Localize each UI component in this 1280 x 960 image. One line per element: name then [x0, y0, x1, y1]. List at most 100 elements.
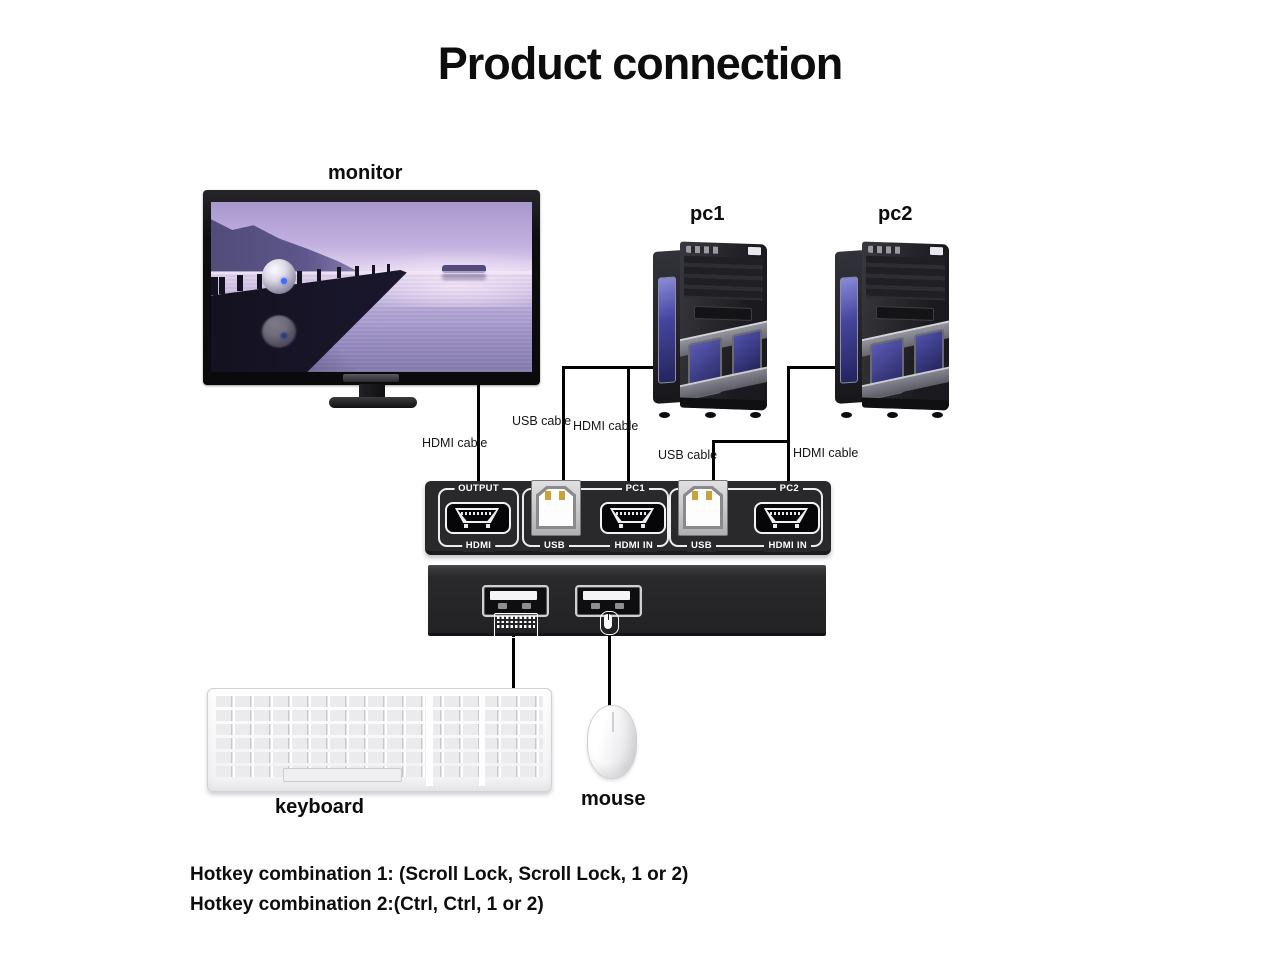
cable-line-pc1-hdmi: [626, 365, 630, 482]
kvm-rear-panel: OUTPUT HDMI PC1 USB: [425, 480, 831, 555]
tower-drive-bays: [866, 255, 945, 301]
dock-post: [387, 264, 390, 272]
dock-post: [297, 271, 302, 284]
label-pc2-usb-cable: USB cable: [658, 448, 718, 462]
keyboard-icon: [494, 613, 538, 638]
cable-line-pc2-hdmi: [786, 365, 790, 482]
usb-b-inner: [686, 489, 720, 526]
monitor-brand-tab: [343, 374, 399, 382]
dock-post: [211, 277, 218, 295]
usb-b-pin: [545, 491, 551, 500]
sphere-reflection: [262, 315, 296, 348]
cable-line-pc2-usb: [711, 439, 715, 482]
dock-post: [257, 274, 262, 289]
tower-foot: [887, 412, 898, 418]
pc2-usb-b-port: [678, 480, 728, 536]
hdmi-latch: [486, 524, 490, 528]
waterline: [211, 271, 532, 274]
page-title: Product connection: [437, 38, 844, 89]
usb-b-pin: [559, 491, 565, 500]
label-pc2-hdmi-cable: HDMI cable: [793, 446, 859, 460]
output-group-label: OUTPUT: [454, 483, 503, 495]
hotkey-line-1: Hotkey combination 1: (Scroll Lock, Scro…: [190, 864, 689, 885]
keyboard-key-row: [216, 752, 543, 763]
keyboard-label: keyboard: [275, 796, 364, 818]
keyboard-icon-row: [497, 620, 535, 623]
hdmi-connector-inner: [766, 510, 806, 521]
tower-foot: [932, 412, 943, 418]
cable-line-monitor-hdmi: [476, 371, 480, 482]
post-reflection: [356, 280, 359, 296]
monitor-screen: [211, 202, 532, 372]
pc1-port-group: PC1 USB HDMI IN: [522, 480, 669, 552]
tower-drive-bays: [684, 255, 763, 301]
monitor: [203, 190, 540, 385]
tower-vent: [694, 305, 752, 321]
hdmi-pins: [616, 512, 648, 515]
pc1-usb-b-port: [531, 480, 581, 536]
mouse-label: mouse: [581, 788, 646, 810]
kvm-front-panel: [428, 565, 826, 638]
usb-a-tongue: [583, 591, 630, 600]
dock-post: [355, 266, 359, 276]
pc1-tower: [653, 241, 767, 418]
label-pc1-hdmi-cable: HDMI cable: [573, 419, 639, 433]
tower-foot: [659, 412, 670, 418]
dock-post: [337, 267, 341, 278]
monitor-stand-base: [329, 397, 417, 408]
tower-front-panel: [653, 249, 683, 405]
keyboard-section-gap: [425, 694, 433, 786]
tower-front-panel: [835, 249, 865, 405]
island-silhouette: [442, 265, 486, 273]
tower-badge: [748, 246, 761, 256]
mouse-icon-body: [604, 614, 612, 629]
tower-base-trim: [862, 397, 949, 411]
dock-post: [317, 269, 321, 281]
post-reflection: [388, 276, 390, 287]
dock-post: [372, 265, 375, 274]
usb-a-pin: [498, 603, 507, 609]
pc1-label: pc1: [690, 203, 725, 225]
tower-front-window: [840, 276, 858, 384]
tower-badge: [930, 246, 943, 256]
sphere-ornament: [262, 259, 296, 294]
tower-foot: [705, 412, 716, 418]
keyboard-key-row: [216, 724, 543, 735]
keyboard-icon-row: [497, 616, 535, 619]
monitor-label: monitor: [328, 162, 403, 184]
cable-line-mouse: [607, 633, 611, 706]
dock-post: [237, 275, 243, 291]
hdmi-latch: [464, 524, 468, 528]
usb-b-inner: [539, 489, 573, 526]
pc1-group-label: PC1: [621, 483, 649, 495]
usb-a-pin: [591, 603, 600, 609]
tower-front-window: [658, 276, 676, 384]
tower-io-buttons: [686, 245, 720, 254]
pc2-group-label: PC2: [775, 483, 803, 495]
cable-line-pc2-usb-horizontal: [711, 439, 790, 443]
pc2-usb-label: USB: [687, 540, 716, 552]
hdmi-output-port: [445, 502, 511, 534]
pc2-label: pc2: [878, 203, 913, 225]
mouse-usb-a-port: [575, 585, 642, 617]
pc1-usb-label: USB: [540, 540, 569, 552]
monitor-stand-neck: [359, 384, 385, 399]
pc2-hdmi-in-label: HDMI IN: [764, 540, 811, 552]
tower-side-panel: [680, 241, 767, 411]
hdmi-connector-inner: [457, 510, 497, 521]
keyboard-section-gap: [478, 694, 485, 786]
hdmi-pins: [461, 512, 493, 515]
cable-line-keyboard: [511, 633, 515, 689]
usb-b-pin: [706, 491, 712, 500]
usb-a-tongue: [490, 591, 537, 600]
mouse-seam: [612, 712, 614, 732]
mouse: [587, 705, 637, 779]
hdmi-output-label: HDMI: [461, 540, 496, 552]
hotkey-line-2: Hotkey combination 2:(Ctrl, Ctrl, 1 or 2…: [190, 894, 544, 915]
tower-side-panel: [862, 241, 949, 411]
label-pc1-usb-cable: USB cable: [512, 414, 572, 428]
cable-line-pc2-horizontal: [786, 365, 841, 369]
cable-line-pc1-horizontal: [561, 365, 661, 369]
hdmi-latch: [773, 524, 777, 528]
